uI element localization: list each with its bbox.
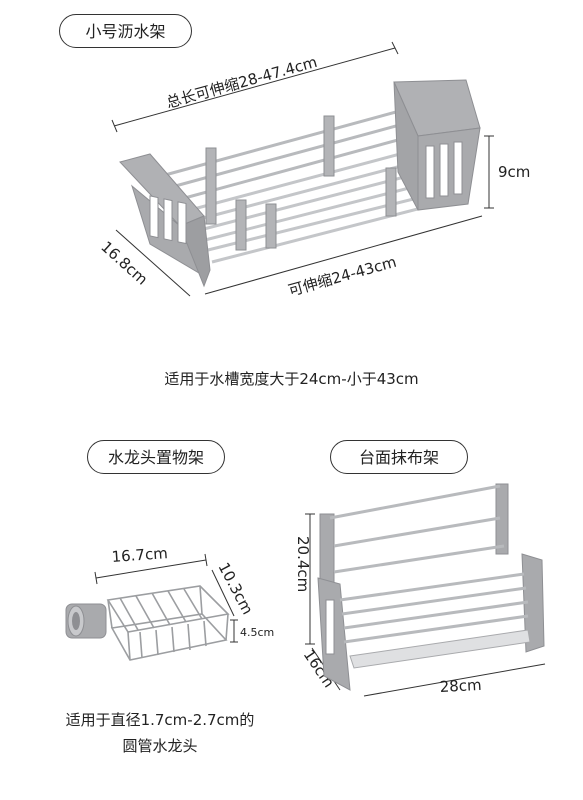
counter-width-text: 28cm (439, 676, 482, 696)
small-rack-label: 小号沥水架 (59, 14, 192, 48)
tick (391, 41, 399, 55)
counter-width-line (363, 663, 546, 697)
counter-depth-text: 16cm (300, 646, 338, 691)
counter-rack-label: 台面抹布架 (330, 440, 468, 474)
height-text: 9cm (498, 163, 530, 181)
total-length-line (113, 47, 396, 127)
small-rack-illustration: 总长可伸缩28-47.4cm 9cm 16.8cm 可伸缩24-43cm (97, 41, 530, 300)
counter-height-text: 20.4cm (294, 536, 312, 592)
counter-depth-line (311, 647, 341, 691)
tick (111, 119, 118, 133)
left-end-frame (119, 153, 211, 288)
faucet-basket (106, 585, 230, 661)
faucet-clamp (65, 603, 107, 639)
total-length-text: 总长可伸缩28-47.4cm (164, 53, 319, 112)
depth-text: 16.8cm (97, 238, 151, 289)
extend-line (204, 215, 483, 295)
faucet-height-text: 4.5cm (240, 626, 274, 639)
faucet-fit-note-line2: 圆管水龙头 (122, 737, 198, 755)
faucet-depth-line (211, 569, 235, 617)
right-end-frame (393, 79, 481, 211)
depth-line (115, 229, 191, 297)
extend-text: 可伸缩24-43cm (286, 253, 398, 300)
slide-blocks (205, 115, 397, 251)
faucet-width-text: 16.7cm (111, 544, 168, 566)
small-rack-fit-note: 适用于水槽宽度大于24cm-小于43cm (164, 370, 419, 388)
counter-lower (317, 553, 545, 691)
faucet-width-line (95, 559, 207, 579)
faucet-depth-text: 10.3cm (214, 559, 256, 617)
counter-upper (319, 483, 509, 587)
faucet-rack-label: 水龙头置物架 (87, 440, 225, 474)
faucet-fit-note-line1: 适用于直径1.7cm-2.7cm的 (65, 711, 255, 729)
